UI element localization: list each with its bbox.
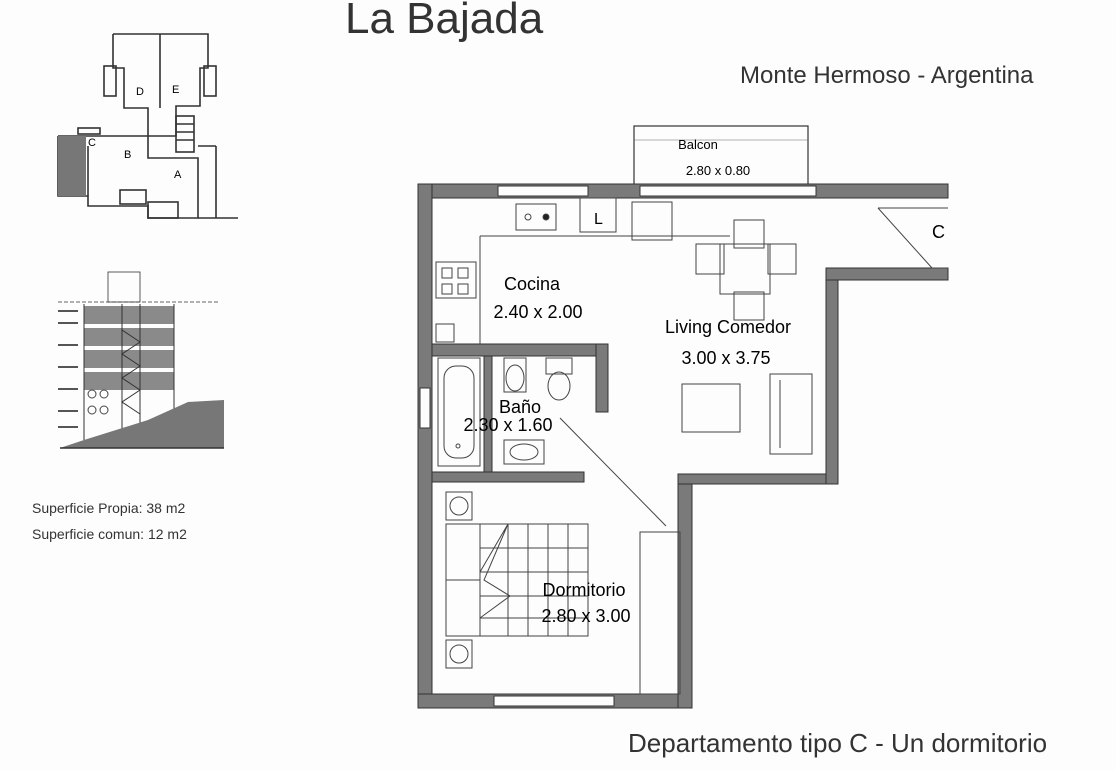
interior-walls (431, 343, 609, 483)
balcony-label: Balcon (678, 137, 718, 152)
key-unit-a: A (174, 169, 182, 181)
surface-own: Superficie Propia: 38 m2 (32, 500, 186, 516)
exterior-walls (417, 183, 949, 709)
dining-table (695, 219, 797, 321)
kitchen-label: Cocina (504, 274, 561, 294)
bathroom-fixtures (437, 357, 573, 467)
key-unit-e: E (172, 84, 179, 96)
living-furniture (681, 373, 813, 455)
bedroom-furniture (445, 491, 681, 695)
bathroom-label: Baño (499, 397, 541, 417)
unit-caption: Departamento tipo C - Un dormitorio (628, 728, 1048, 758)
closet-label: C (932, 222, 945, 242)
living-label: Living Comedor (665, 317, 791, 337)
living-size: 3.00 x 3.75 (681, 348, 770, 368)
building-section (58, 271, 224, 449)
balcony-size: 2.80 x 0.80 (686, 163, 750, 178)
floor-plan: L (417, 125, 949, 709)
key-plan: D E C B A (57, 33, 238, 219)
kitchen-fixtures (435, 197, 730, 344)
bedroom-label: Dormitorio (542, 580, 625, 600)
key-unit-c: C (88, 137, 96, 149)
bedroom-size: 2.80 x 3.00 (541, 606, 630, 626)
key-unit-b: B (124, 149, 131, 161)
page-title: La Bajada (345, 0, 544, 43)
surface-common: Superficie comun: 12 m2 (32, 526, 187, 542)
location-subtitle: Monte Hermoso - Argentina (740, 62, 1034, 89)
key-unit-d: D (136, 86, 144, 98)
bathroom-size: 2.30 x 1.60 (463, 415, 552, 435)
door-swings (559, 207, 948, 527)
kitchen-size: 2.40 x 2.00 (493, 302, 582, 322)
laundry-label: L (594, 211, 603, 228)
windows (419, 185, 817, 707)
